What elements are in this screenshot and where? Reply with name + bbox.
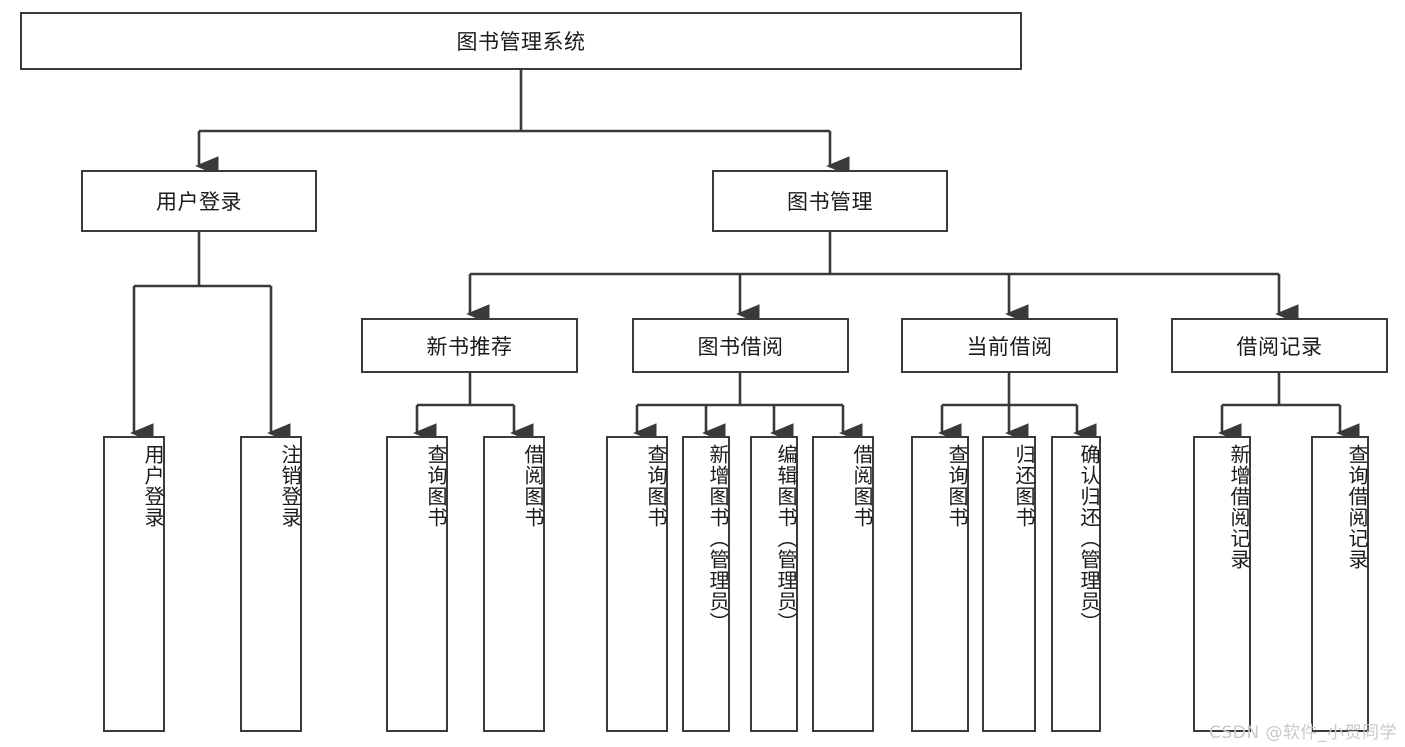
node-label: 用户登录: [156, 190, 242, 214]
node-label: 新书推荐: [426, 334, 513, 359]
node-label: 新增图书（管理员）: [706, 444, 730, 633]
leaf-book-borrow-edit-book[interactable]: 编辑图书（管理员）: [750, 436, 798, 732]
node-new-book-recommend[interactable]: 新书推荐: [361, 318, 578, 373]
leaf-current-borrow-query-book[interactable]: 查询图书: [911, 436, 969, 732]
node-label: 当前借阅: [966, 334, 1053, 359]
leaf-book-borrow-borrow-book[interactable]: 借阅图书: [812, 436, 874, 732]
node-user-login[interactable]: 用户登录: [81, 170, 317, 232]
node-label: 图书借阅: [697, 334, 784, 359]
node-label: 用户登录: [141, 444, 165, 528]
node-label: 借阅图书: [521, 444, 545, 528]
leaf-book-borrow-add-book[interactable]: 新增图书（管理员）: [682, 436, 730, 732]
leaf-user-login-logout[interactable]: 注销登录: [240, 436, 302, 732]
node-book-borrow[interactable]: 图书借阅: [632, 318, 849, 373]
leaf-current-borrow-confirm-return[interactable]: 确认归还（管理员）: [1051, 436, 1101, 732]
node-label: 图书管理: [787, 190, 873, 214]
node-label: 借阅记录: [1236, 334, 1323, 359]
node-label: 查询借阅记录: [1345, 444, 1369, 570]
node-label: 查询图书: [945, 444, 969, 528]
leaf-borrow-record-query-record[interactable]: 查询借阅记录: [1311, 436, 1369, 732]
leaf-borrow-record-add-record[interactable]: 新增借阅记录: [1193, 436, 1251, 732]
leaf-new-book-query-book[interactable]: 查询图书: [386, 436, 448, 732]
node-current-borrow[interactable]: 当前借阅: [901, 318, 1118, 373]
node-label: 图书管理系统: [456, 30, 586, 54]
node-label: 查询图书: [424, 444, 448, 528]
leaf-current-borrow-return-book[interactable]: 归还图书: [982, 436, 1036, 732]
node-book-management[interactable]: 图书管理: [712, 170, 948, 232]
node-label: 新增借阅记录: [1227, 444, 1251, 570]
node-label: 编辑图书（管理员）: [774, 444, 798, 633]
node-borrow-record[interactable]: 借阅记录: [1171, 318, 1388, 373]
leaf-new-book-borrow-book[interactable]: 借阅图书: [483, 436, 545, 732]
node-label: 借阅图书: [850, 444, 874, 528]
node-label: 查询图书: [644, 444, 668, 528]
node-root-system[interactable]: 图书管理系统: [20, 12, 1022, 70]
node-label: 确认归还（管理员）: [1077, 444, 1101, 633]
leaf-book-borrow-query-book[interactable]: 查询图书: [606, 436, 668, 732]
node-label: 注销登录: [278, 444, 302, 528]
node-label: 归还图书: [1012, 444, 1036, 528]
leaf-user-login-login[interactable]: 用户登录: [103, 436, 165, 732]
csdn-watermark: CSDN @软件_小贺同学: [1209, 723, 1397, 743]
